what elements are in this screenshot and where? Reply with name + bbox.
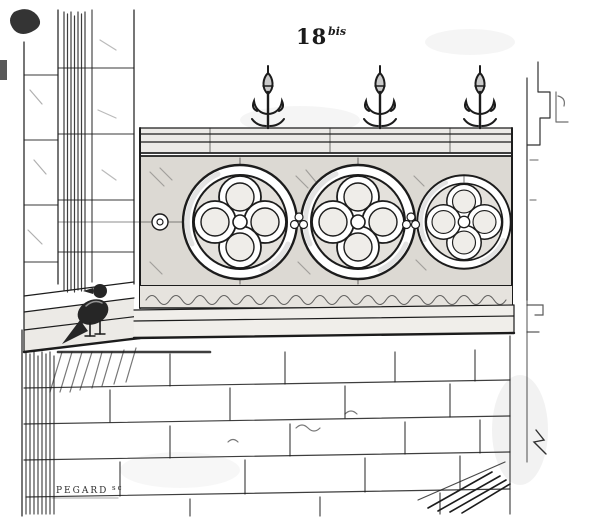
ink-blot bbox=[10, 9, 41, 34]
wall-shadow-hatch bbox=[25, 351, 55, 515]
drawing bbox=[0, 9, 569, 517]
coping-rail bbox=[139, 127, 513, 154]
quatrefoil-roundel bbox=[417, 175, 510, 268]
left-pier bbox=[57, 9, 135, 293]
finial bbox=[462, 64, 498, 130]
stone-scribbles bbox=[227, 410, 358, 443]
under-sill-hatch bbox=[49, 347, 137, 393]
plate-number: 18 bbox=[296, 24, 327, 49]
tracery-frieze bbox=[57, 127, 513, 309]
artist-signature: PEGARD bbox=[56, 486, 108, 496]
plate-number-suffix: bis bbox=[328, 25, 346, 38]
balustrade bbox=[57, 64, 516, 340]
pigeon bbox=[62, 284, 109, 344]
quatrefoil-roundel bbox=[301, 165, 415, 279]
edge-mark bbox=[0, 60, 7, 80]
spandrel-hatch bbox=[149, 167, 427, 275]
corner-hatch bbox=[417, 461, 511, 514]
finial bbox=[362, 64, 398, 130]
artist-signature-suffix: sc bbox=[112, 484, 124, 492]
small-flourish bbox=[532, 429, 547, 455]
carved-band bbox=[139, 286, 513, 309]
quatrefoil-roundel bbox=[183, 165, 297, 279]
plate-texts: 18 bis PEGARD sc bbox=[56, 24, 346, 496]
end-rosette bbox=[151, 213, 169, 231]
cornice-ledge bbox=[132, 304, 516, 340]
pier-shadow-hatch bbox=[63, 11, 86, 293]
left-wall-strip bbox=[23, 41, 59, 297]
right-pier bbox=[526, 61, 569, 463]
